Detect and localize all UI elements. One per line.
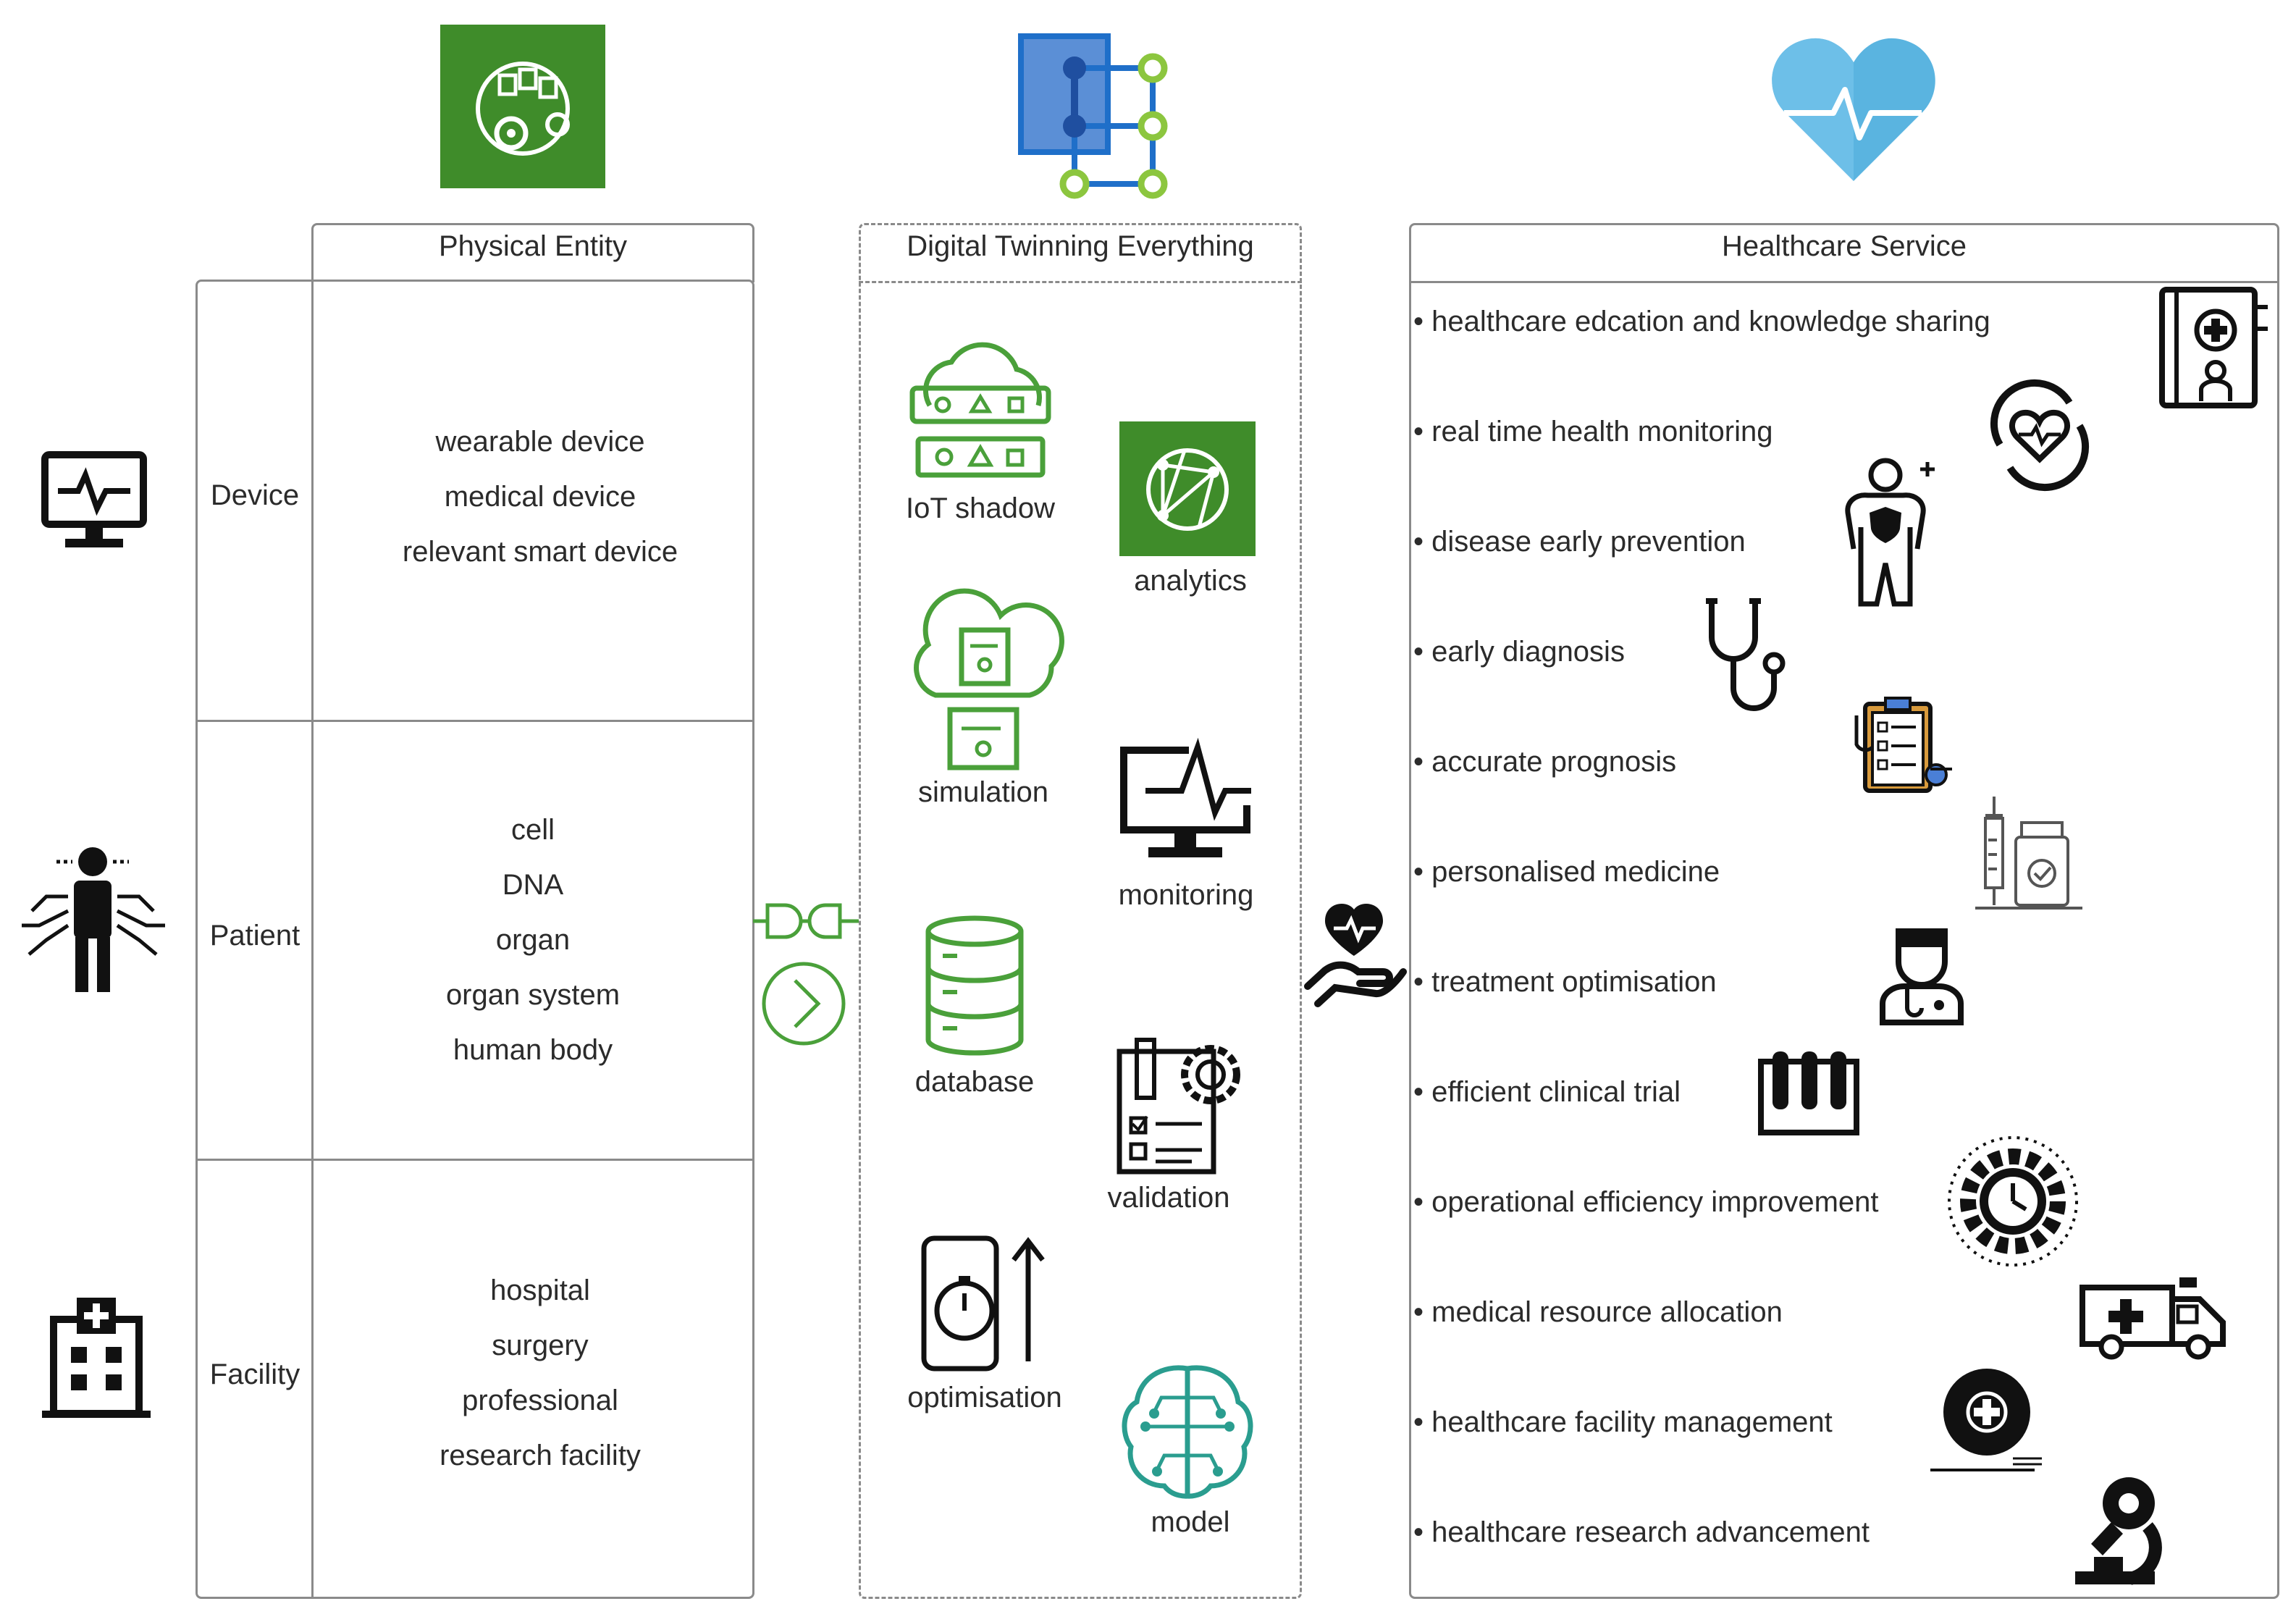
row-label-device: Device (210, 479, 300, 511)
hospital-building-icon (42, 1298, 151, 1418)
stopwatch-phone-icon (921, 1235, 1045, 1372)
twin-label-model: model (1151, 1506, 1230, 1538)
hand-heart-icon (1304, 904, 1407, 1007)
row-label-facility: Facility (209, 1358, 300, 1390)
facility-items: hospital surgery professional research f… (319, 1263, 762, 1483)
service-item: real time health monitoring (1413, 416, 1773, 448)
heart-monitor-circle-icon (1990, 379, 2090, 492)
service-item: medical resource allocation (1413, 1296, 1783, 1329)
row-divider-1 (195, 720, 754, 722)
list-item: DNA (502, 869, 564, 901)
physical-entity-header-box (311, 223, 754, 282)
service-item: healthcare research advancement (1413, 1516, 1870, 1549)
list-item: hospital (490, 1274, 590, 1306)
service-item: accurate prognosis (1413, 746, 1676, 778)
row-label-patient: Patient (209, 920, 300, 952)
plug-connector-icon (753, 903, 862, 939)
service-item: disease early prevention (1413, 526, 1746, 558)
medical-facility-icon (1930, 1369, 2042, 1471)
clipboard-stethoscope-icon (1854, 697, 1952, 793)
stethoscope-icon (1706, 598, 1786, 711)
test-tubes-icon (1758, 1051, 1859, 1135)
medical-book-icon (2159, 287, 2268, 408)
chevron-right-circle-icon (762, 962, 846, 1046)
twin-header-divider (859, 281, 1302, 283)
twin-label-simulation: simulation (917, 776, 1049, 808)
twin-label-analytics: analytics (1134, 565, 1247, 597)
service-item: early diagnosis (1413, 636, 1625, 668)
database-icon (925, 915, 1024, 1056)
healthcare-service-title: Healthcare Service (1722, 230, 1967, 262)
monitor-pulse-icon (1120, 737, 1251, 857)
twin-label-database: database (914, 1066, 1035, 1098)
list-item: cell (510, 814, 555, 846)
service-item: healthcare facility management (1413, 1406, 1833, 1439)
service-item: efficient clinical trial (1413, 1076, 1681, 1109)
cloud-server-icon (909, 342, 1051, 478)
twin-label-optimisation: optimisation (907, 1382, 1062, 1414)
heart-pulse-icon (1772, 38, 1935, 181)
twin-label-iot-shadow: IoT shadow (905, 492, 1056, 524)
person-shield-icon (1845, 458, 1935, 607)
row-divider-2 (195, 1159, 754, 1161)
service-item: healthcare edcation and knowledge sharin… (1413, 306, 1990, 338)
person-network-icon (22, 847, 165, 992)
list-item: human body (453, 1034, 613, 1066)
analytics-icon (1119, 421, 1256, 556)
digital-twin-graph-icon (1018, 33, 1168, 199)
syringe-vial-icon (1975, 797, 2082, 910)
service-item: operational efficiency improvement (1413, 1186, 1878, 1219)
physical-entity-table (195, 280, 754, 1599)
list-item: medical device (444, 481, 636, 513)
list-item: research facility (440, 1440, 641, 1471)
ambulance-icon (2080, 1277, 2226, 1360)
list-item: organ system (445, 979, 621, 1011)
monitor-pulse-icon (41, 451, 147, 547)
validation-icon (1117, 1038, 1240, 1175)
microscope-icon (2075, 1477, 2162, 1585)
service-item: personalised medicine (1413, 856, 1720, 889)
list-item: relevant smart device (402, 536, 678, 568)
twin-label-monitoring: monitoring (1118, 879, 1254, 911)
list-item: professional (462, 1385, 618, 1416)
brain-circuit-icon (1122, 1365, 1253, 1499)
healthcare-header-divider (1409, 281, 2279, 283)
service-item: treatment optimisation (1413, 966, 1717, 999)
healthcare-service-box (1409, 223, 2279, 1599)
list-item: organ (495, 924, 571, 956)
digital-twin-title: Digital Twinning Everything (907, 230, 1254, 262)
cloud-simulation-icon (914, 588, 1064, 770)
twin-label-validation: validation (1107, 1182, 1230, 1214)
patient-items: cell DNA organ organ system human body (311, 802, 754, 1078)
clock-gear-icon (1948, 1136, 2078, 1267)
physical-entity-title: Physical Entity (438, 230, 628, 262)
list-item: surgery (492, 1330, 589, 1361)
iot-chip-gear-icon (440, 25, 605, 188)
device-items: wearable device medical device relevant … (319, 414, 762, 579)
doctor-icon (1880, 928, 1964, 1025)
table-column-divider (311, 280, 314, 1599)
list-item: wearable device (435, 426, 645, 458)
